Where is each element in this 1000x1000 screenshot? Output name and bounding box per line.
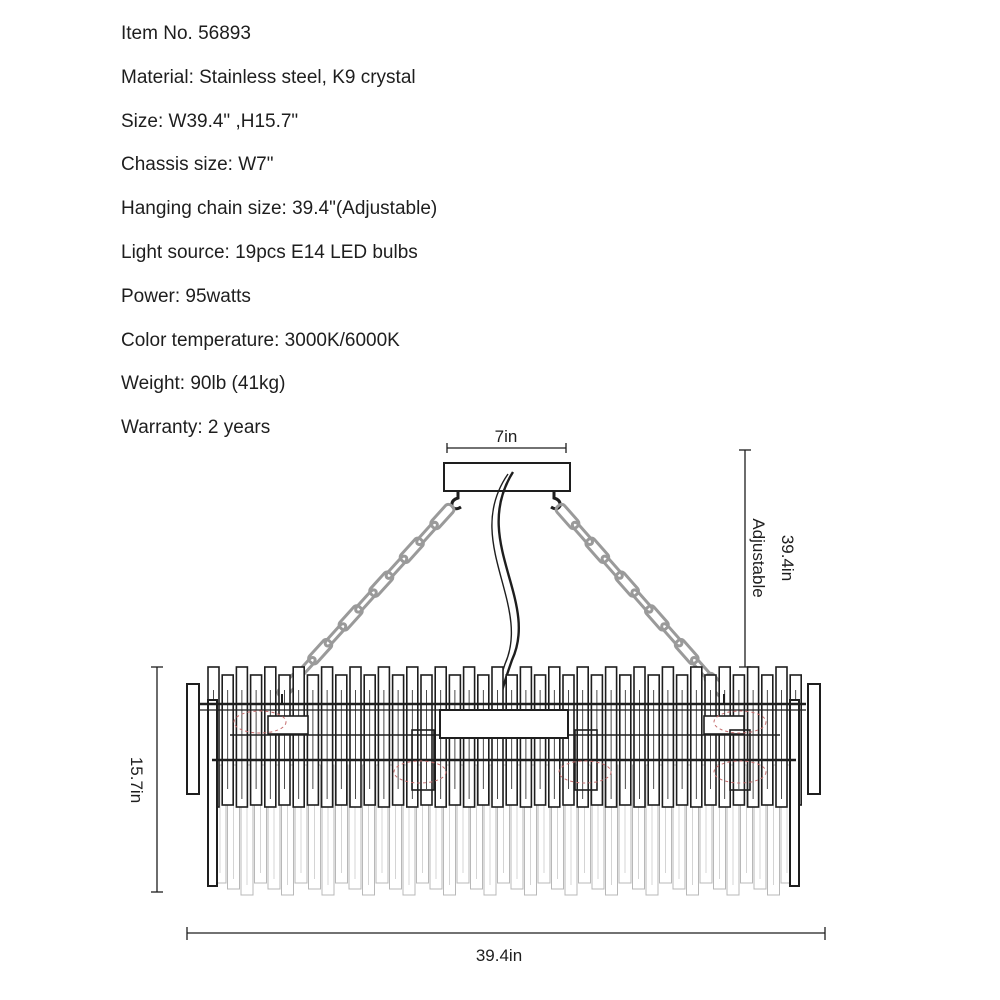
socket-holder [574, 729, 598, 791]
chandelier-body [186, 666, 821, 896]
chain-left-link [429, 502, 456, 531]
chain-adjustable-label: Adjustable [749, 518, 768, 597]
spec-color-temperature: Color temperature: 3000K/6000K [121, 329, 400, 351]
chain-left-link [354, 588, 378, 614]
bulb-outline [393, 760, 447, 784]
chain-right-link [644, 604, 670, 632]
spec-material: Material: Stainless steel, K9 crystal [121, 66, 416, 88]
height-dimension [151, 666, 163, 893]
chain-left-link [384, 554, 409, 580]
bulb-outline [713, 760, 767, 784]
spec-chain-size: Hanging chain size: 39.4"(Adjustable) [121, 198, 438, 220]
spec-list: Item No. 56893 Material: Stainless steel… [121, 12, 437, 450]
width-label: 39.4in [476, 946, 522, 965]
chain-right-link [630, 588, 654, 614]
spec-chassis-size: Chassis size: W7" [121, 154, 274, 176]
spec-item-no: Item No. 56893 [121, 23, 251, 44]
end-crystal-left [186, 683, 200, 795]
spec-warranty: Warranty: 2 years [121, 417, 271, 439]
chain-left [276, 502, 456, 700]
chain-right-link [554, 502, 581, 531]
chain-right-link [673, 638, 700, 666]
height-label: 15.7in [127, 757, 146, 803]
chain-length-label: 39.4in [778, 535, 797, 581]
chain-right-link [660, 622, 684, 648]
chain-left-link [337, 604, 364, 632]
spec-power: Power: 95watts [121, 285, 251, 307]
chassis-width-label: 7in [495, 427, 518, 446]
right-housing [703, 715, 745, 735]
chain-left-link [307, 638, 334, 666]
bulb-outline [558, 760, 612, 784]
center-housing [439, 709, 569, 739]
chain-left-link [368, 570, 395, 598]
width-dimension [186, 927, 826, 940]
chain-left-link [398, 536, 425, 565]
end-bar-left [207, 699, 218, 887]
bulb-outline [233, 710, 287, 734]
chain-left-link [323, 622, 348, 648]
chain-left-link [415, 520, 439, 547]
socket-holder [411, 729, 435, 791]
frame [186, 683, 821, 887]
chain-right-link [614, 570, 640, 598]
canopy [443, 462, 571, 492]
bulbs [233, 710, 767, 784]
chain-right-link [600, 554, 624, 580]
chain-right-link [584, 536, 611, 564]
spec-weight: Weight: 90lb (41kg) [121, 373, 286, 395]
chassis-width-dimension [446, 443, 567, 453]
bulb-outline [713, 710, 767, 734]
chain-right-link [570, 520, 594, 546]
spec-size: Size: W39.4" ,H15.7" [121, 110, 299, 132]
spec-light-source: Light source: 19pcs E14 LED bulbs [121, 241, 418, 263]
end-bar-right [789, 699, 800, 887]
end-crystal-right [807, 683, 821, 795]
left-housing [267, 715, 309, 735]
socket-holder [729, 729, 751, 791]
